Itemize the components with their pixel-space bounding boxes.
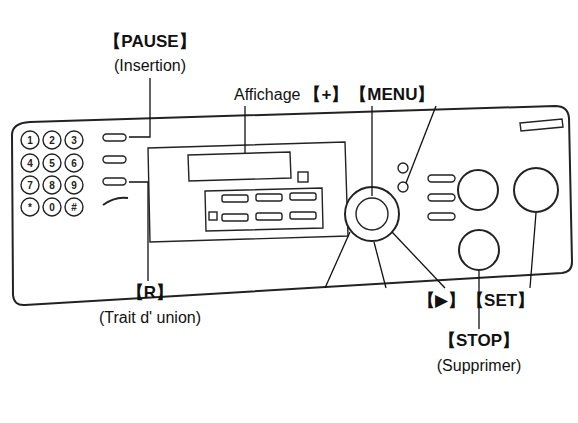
button-label: 【R】 xyxy=(127,284,173,303)
key-number: 5 xyxy=(49,158,55,169)
set-button xyxy=(514,168,558,212)
top-slot xyxy=(520,119,563,131)
handset-slot xyxy=(103,198,128,205)
leader-line xyxy=(244,106,245,153)
leader-line xyxy=(371,106,372,196)
key-number: 9 xyxy=(71,180,77,191)
key-number: * xyxy=(28,202,32,213)
slot-button xyxy=(103,156,126,163)
panel-housing xyxy=(12,106,572,305)
lcd-display xyxy=(188,152,291,181)
slot-button xyxy=(428,175,455,182)
key-number: 1 xyxy=(27,135,33,146)
key-button xyxy=(65,198,83,216)
one-touch-key xyxy=(256,213,282,220)
button-label: 【STOP】 xyxy=(439,332,519,351)
display-frame xyxy=(148,142,348,242)
leader-line xyxy=(129,78,150,137)
small-button xyxy=(398,163,408,173)
lower-key xyxy=(209,212,217,220)
leader-line xyxy=(129,182,148,281)
r-button xyxy=(103,178,126,185)
key-button xyxy=(43,154,61,172)
function-label: (Insertion) xyxy=(114,57,186,75)
pause-button xyxy=(103,134,126,141)
button-label: 【MENU】 xyxy=(350,86,434,105)
key-button xyxy=(65,131,83,149)
key-button xyxy=(43,198,61,216)
key-button xyxy=(65,176,83,194)
button-label: 【SET】 xyxy=(467,292,534,311)
button-label: 【PAUSE】 xyxy=(104,33,195,52)
slot-button xyxy=(428,213,455,220)
key-button xyxy=(21,176,39,194)
indicator xyxy=(298,172,308,182)
key-button xyxy=(65,154,83,172)
menu-button xyxy=(398,182,408,192)
key-button xyxy=(21,131,39,149)
one-touch-block xyxy=(205,188,323,231)
key-number: # xyxy=(71,202,77,213)
leader-line xyxy=(392,232,445,288)
key-button xyxy=(43,131,61,149)
key-number: 3 xyxy=(71,135,77,146)
part-label: Affichage xyxy=(234,86,300,104)
button-label: 【▶】 xyxy=(418,292,465,311)
round-button xyxy=(458,170,498,210)
stop-button xyxy=(459,230,499,270)
one-touch-key xyxy=(290,193,316,200)
navigator-center xyxy=(356,198,388,230)
key-number: 7 xyxy=(27,180,33,191)
one-touch-key xyxy=(222,214,248,221)
leader-line xyxy=(530,213,536,288)
key-button xyxy=(21,198,39,216)
slot-button xyxy=(428,194,455,201)
key-button xyxy=(21,154,39,172)
function-label: (Supprimer) xyxy=(437,357,521,375)
key-number: 4 xyxy=(27,158,33,169)
one-touch-key xyxy=(256,194,282,201)
leader-line xyxy=(374,242,386,288)
key-button xyxy=(43,176,61,194)
leader-line xyxy=(325,232,350,288)
leader-line xyxy=(406,106,436,183)
button-label: 【+】 xyxy=(304,86,348,105)
key-number: 2 xyxy=(49,135,55,146)
key-number: 6 xyxy=(71,158,77,169)
key-number: 0 xyxy=(49,202,55,213)
one-touch-key xyxy=(290,212,316,219)
one-touch-key xyxy=(222,195,248,202)
function-label: (Trait d' union) xyxy=(99,309,201,327)
key-number: 8 xyxy=(49,180,55,191)
